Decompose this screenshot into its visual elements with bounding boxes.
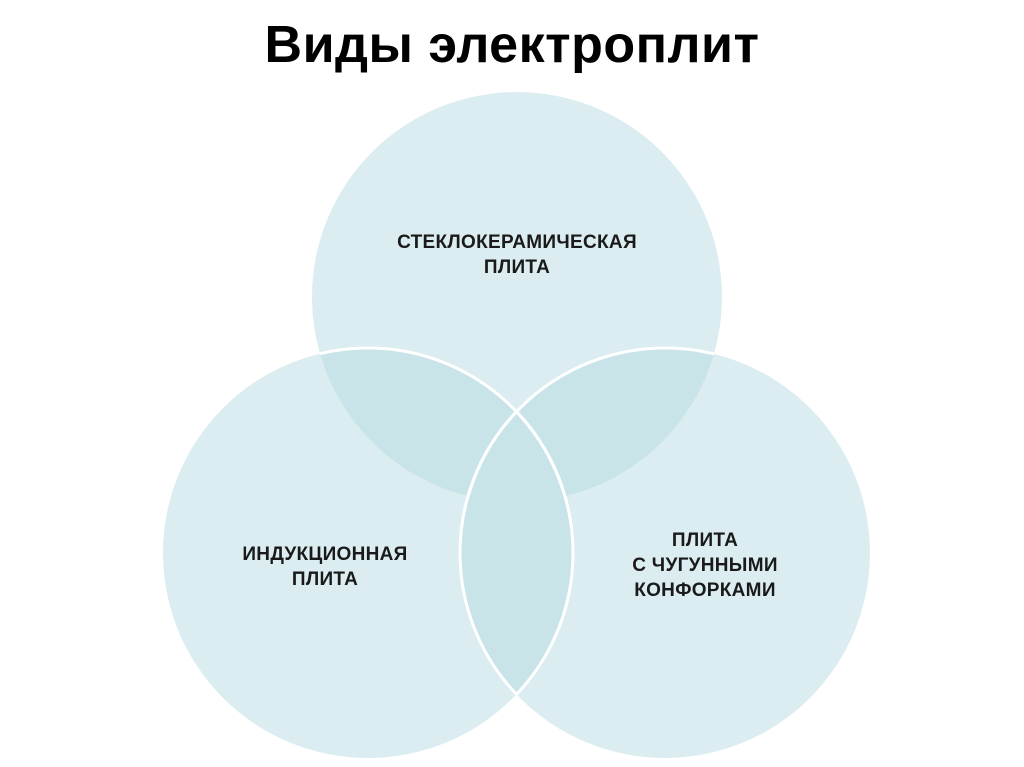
overlap-top-left	[312, 348, 573, 502]
label-right-line-2: С ЧУГУННЫМИ	[632, 555, 778, 576]
label-top-circle: СТЕКЛОКЕРАМИЧЕСКАЯ ПЛИТА	[317, 230, 717, 280]
label-right-line-1: ПЛИТА	[671, 530, 739, 551]
overlap-top-right	[460, 348, 722, 502]
label-right-line-3: КОНФОРКАМИ	[634, 580, 776, 601]
label-left-line-2: ПЛИТА	[291, 569, 359, 590]
label-top-line-2: ПЛИТА	[483, 257, 551, 278]
page-title: Виды электроплит	[264, 16, 760, 74]
label-left-circle: ИНДУКЦИОННАЯ ПЛИТА	[195, 542, 455, 592]
label-left-line-1: ИНДУКЦИОННАЯ	[242, 544, 408, 565]
label-top-line-1: СТЕКЛОКЕРАМИЧЕСКАЯ	[397, 232, 637, 253]
label-right-circle: ПЛИТА С ЧУГУННЫМИ КОНФОРКАМИ	[575, 528, 835, 603]
